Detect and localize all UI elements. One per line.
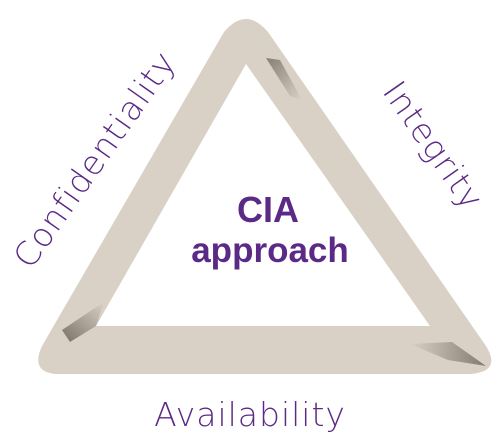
center-title-line2: approach — [191, 231, 349, 270]
side-label-integrity: Integrity — [375, 74, 492, 218]
fold-shadow-top-right — [266, 58, 302, 100]
fold-shadow-bottom-right — [410, 342, 486, 366]
side-label-availability: Availability — [154, 395, 346, 434]
center-title-line1: CIA — [237, 189, 299, 230]
fold-shadow-bottom-left — [62, 302, 104, 342]
triangle-band — [38, 19, 492, 374]
